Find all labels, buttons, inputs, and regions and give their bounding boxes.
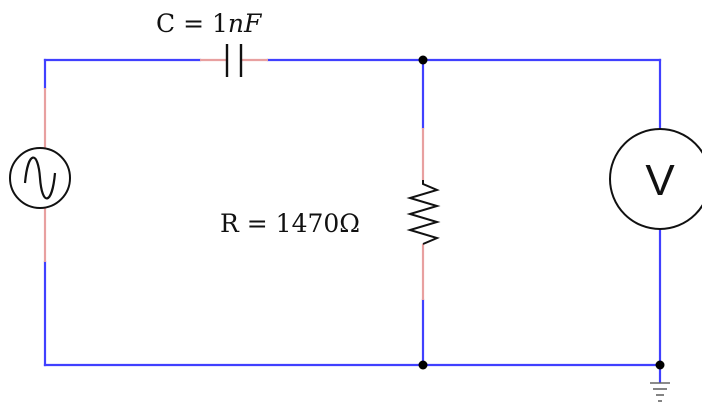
capacitor-icon <box>225 44 243 77</box>
resistor-icon <box>406 180 441 245</box>
capacitor-label: C = 1nF <box>156 9 263 38</box>
component-leads <box>43 58 425 300</box>
junctions <box>418 55 665 370</box>
capacitor-label-value: C = 1 <box>156 9 228 38</box>
resistor-label: R = 1470Ω <box>220 209 360 238</box>
wires <box>43 58 662 384</box>
voltmeter-circle <box>609 128 702 230</box>
junction-top <box>418 55 428 65</box>
capacitor-label-units: nF <box>228 9 263 38</box>
ac-source-icon <box>9 147 71 209</box>
ac-source-sine <box>23 156 57 200</box>
voltmeter-icon: V <box>609 128 702 230</box>
junction-bottom-mid <box>418 360 428 370</box>
junction-bottom-right <box>655 360 665 370</box>
ground-icon <box>650 382 670 402</box>
voltmeter-symbol: V <box>645 156 675 205</box>
